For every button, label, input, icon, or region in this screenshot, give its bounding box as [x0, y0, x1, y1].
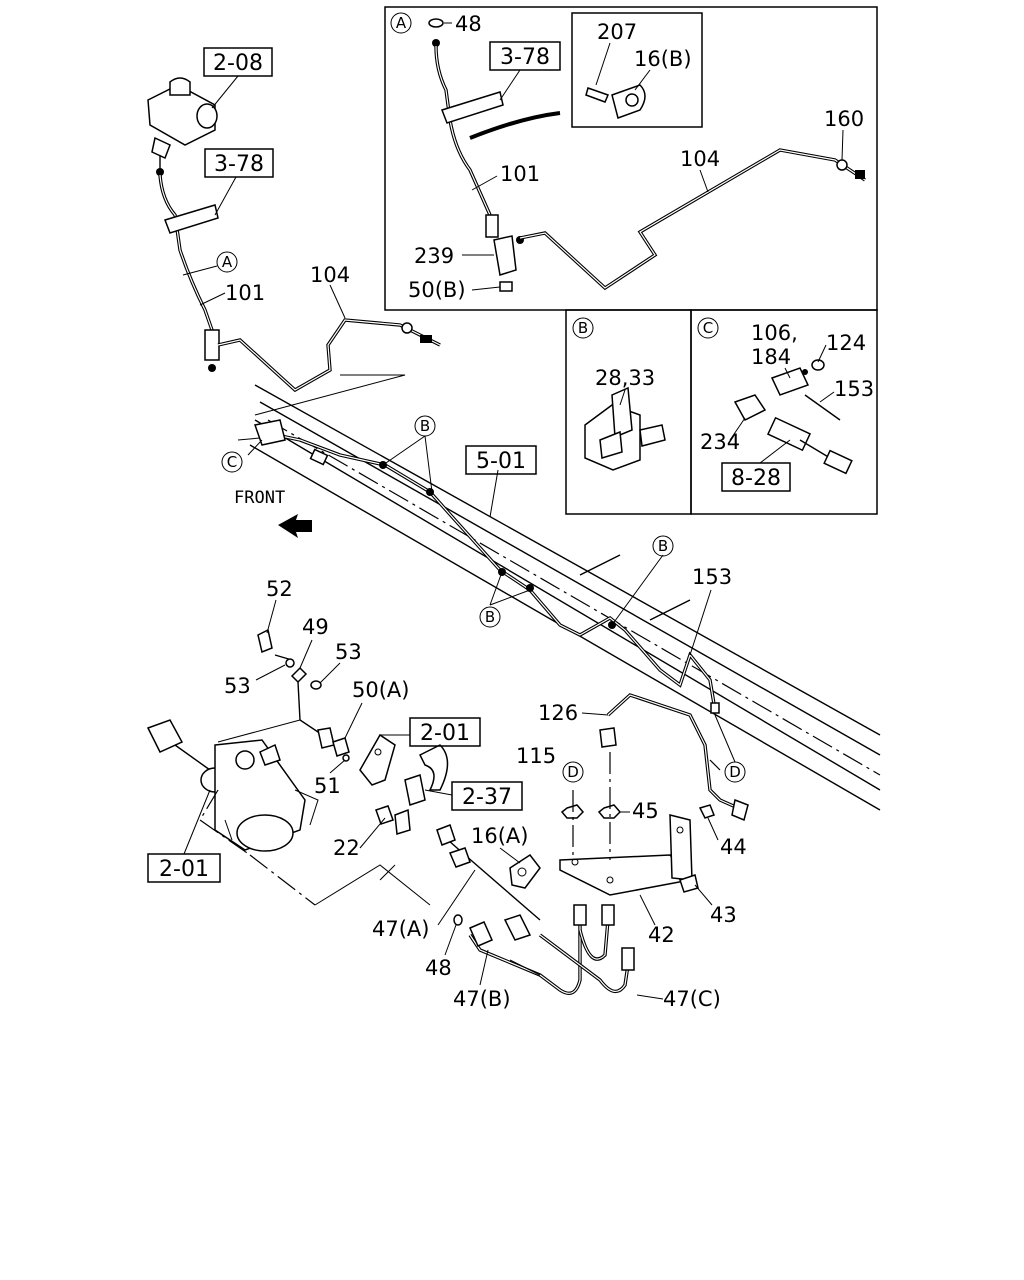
ref-box-2-08: 2-08	[203, 47, 273, 109]
callout-a-main: A	[182, 251, 238, 276]
label-16a: 16(A)	[471, 824, 528, 848]
label-47a: 47(A)	[372, 917, 429, 941]
label-53-right: 53	[335, 640, 362, 664]
label-50a: 50(A)	[352, 678, 409, 702]
svg-text:B: B	[420, 417, 430, 435]
label-48-detail: 48	[455, 12, 482, 36]
label-28-33: 28,33	[595, 366, 655, 390]
label-43: 43	[710, 903, 737, 927]
label-42: 42	[648, 923, 675, 947]
front-direction-indicator: FRONT	[234, 488, 312, 538]
svg-text:D: D	[567, 763, 579, 781]
callout-c-main: C	[221, 451, 243, 473]
label-101-detail: 101	[500, 162, 540, 186]
label-48-lower: 48	[425, 956, 452, 980]
label-184: 184	[751, 345, 791, 369]
ref-2-08-label: 2-08	[213, 51, 263, 76]
label-49: 49	[302, 615, 329, 639]
brake-pipe-126	[599, 693, 749, 822]
label-104-detail: 104	[680, 147, 720, 171]
callout-d-1: D	[562, 761, 584, 783]
label-101: 101	[225, 281, 265, 305]
master-cylinder-reservoir	[147, 77, 218, 176]
callout-b-1: B	[414, 415, 436, 437]
label-126: 126	[538, 701, 578, 725]
brake-hoses-47	[436, 824, 664, 1000]
detail-c-marker: C	[703, 319, 713, 337]
detail-a-marker: A	[396, 14, 407, 32]
bracket-2-01	[359, 733, 410, 786]
svg-text:C: C	[227, 453, 237, 471]
label-16b: 16(B)	[634, 47, 692, 71]
label-44: 44	[720, 835, 747, 859]
label-53-left: 53	[224, 674, 251, 698]
ref-2-01-unit-label: 2-01	[159, 857, 209, 882]
label-104: 104	[310, 263, 350, 287]
detail-panel-a: A	[384, 6, 878, 311]
ref-box-5-01: 5-01	[465, 445, 537, 475]
callout-b-3: B	[479, 606, 501, 628]
detail-b-clip	[584, 386, 666, 471]
detail-a-hose-and-pipe	[428, 18, 866, 292]
ref-box-3-78-main: 3-78	[204, 148, 274, 216]
ref-2-01-bracket-label: 2-01	[420, 721, 470, 746]
detail-c-tee-and-switch	[733, 359, 853, 475]
part-labels: 101 104 48 101 104 207 16(B) 160 239 50(…	[199, 12, 874, 1011]
label-153-detail: 153	[834, 377, 874, 401]
long-guide-lines	[199, 789, 431, 906]
bracket-42	[559, 814, 699, 896]
ref-box-2-01-bracket: 2-01	[409, 717, 481, 747]
ref-2-37-label: 2-37	[462, 785, 512, 810]
label-51: 51	[314, 774, 341, 798]
detail-b-marker: B	[578, 319, 588, 337]
detail-panel-c: C	[690, 309, 878, 515]
label-160: 160	[824, 107, 864, 131]
upper-small-hose-49	[217, 628, 350, 762]
svg-text:A: A	[222, 253, 233, 271]
ref-box-3-78-detail: 3-78	[489, 41, 561, 101]
label-207: 207	[597, 20, 637, 44]
clamp-16a	[509, 853, 541, 889]
svg-text:D: D	[729, 763, 741, 781]
front-arrow-icon	[278, 514, 312, 538]
ref-3-78-detail-label: 3-78	[500, 45, 550, 70]
callout-b-2: B	[652, 535, 674, 557]
label-115: 115	[516, 744, 556, 768]
ref-8-28-label: 8-28	[731, 466, 781, 491]
label-22: 22	[333, 836, 360, 860]
front-label: FRONT	[234, 488, 285, 508]
ref-box-2-01-unit: 2-01	[147, 789, 221, 883]
ref-5-01-label: 5-01	[476, 449, 526, 474]
frame-brake-pipe	[237, 419, 720, 714]
label-47b: 47(B)	[453, 987, 511, 1011]
label-47c: 47(C)	[663, 987, 721, 1011]
label-234: 234	[700, 430, 740, 454]
label-45: 45	[632, 799, 659, 823]
callout-d-2: D	[714, 714, 746, 783]
svg-text:B: B	[485, 608, 495, 626]
hose-2-37-and-fittings	[375, 744, 449, 835]
label-52: 52	[266, 577, 293, 601]
label-106: 106,	[751, 321, 798, 345]
ref-3-78-main-label: 3-78	[214, 152, 264, 177]
svg-text:B: B	[658, 537, 668, 555]
hydraulic-unit	[146, 719, 319, 852]
ref-box-2-37: 2-37	[424, 781, 523, 811]
label-50b: 50(B)	[408, 278, 466, 302]
label-153-main: 153	[692, 565, 732, 589]
callout-leaders	[247, 435, 712, 656]
label-239: 239	[414, 244, 454, 268]
label-124: 124	[826, 331, 866, 355]
ref-box-8-28: 8-28	[721, 439, 791, 492]
brake-pipe-104-main	[217, 318, 441, 416]
nuts-and-dashed-guides	[560, 752, 721, 860]
